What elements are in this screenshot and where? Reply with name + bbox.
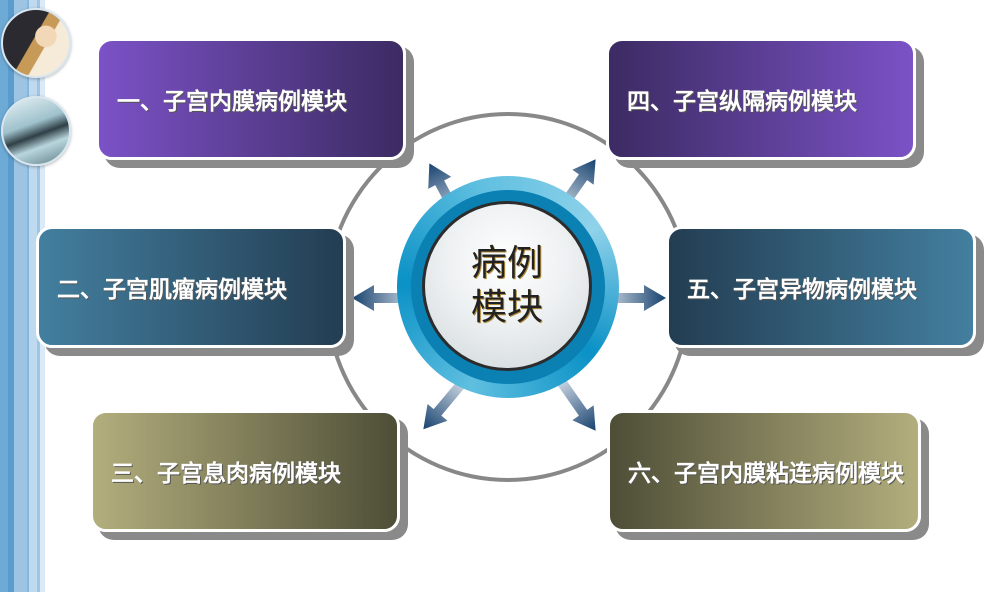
arrow-to-module-5-icon (608, 285, 666, 311)
module-2-uterine-fibroids[interactable]: 二、子宫肌瘤病例模块 (36, 226, 346, 348)
center-hub-line-1: 病例 (470, 243, 543, 284)
arrow-to-module-3-icon (413, 376, 470, 437)
module-1-endometrium[interactable]: 一、子宫内膜病例模块 (96, 38, 406, 160)
center-hub-title: 病例 模块 (462, 242, 552, 330)
module-label: 二、子宫肌瘤病例模块 (57, 276, 287, 303)
module-5-uterine-foreign-body[interactable]: 五、子宫异物病例模块 (666, 226, 976, 348)
module-6-intrauterine-adhesion[interactable]: 六、子宫内膜粘连病例模块 (607, 410, 921, 532)
arrow-to-module-6-icon (552, 376, 607, 438)
arrow-to-module-2-icon (352, 285, 410, 311)
escalator-people-photo (1, 96, 71, 166)
center-hub-line-2: 模块 (470, 287, 543, 328)
module-label: 五、子宫异物病例模块 (687, 276, 917, 303)
center-hub[interactable]: 病例 模块 (422, 201, 592, 371)
module-label: 四、子宫纵隔病例模块 (627, 88, 857, 115)
module-label: 六、子宫内膜粘连病例模块 (628, 460, 904, 487)
module-4-uterine-septum[interactable]: 四、子宫纵隔病例模块 (606, 38, 916, 160)
module-label: 三、子宫息肉病例模块 (111, 460, 341, 487)
business-people-photo (1, 8, 71, 78)
module-label: 一、子宫内膜病例模块 (117, 88, 347, 115)
module-3-uterine-polyp[interactable]: 三、子宫息肉病例模块 (90, 410, 400, 532)
